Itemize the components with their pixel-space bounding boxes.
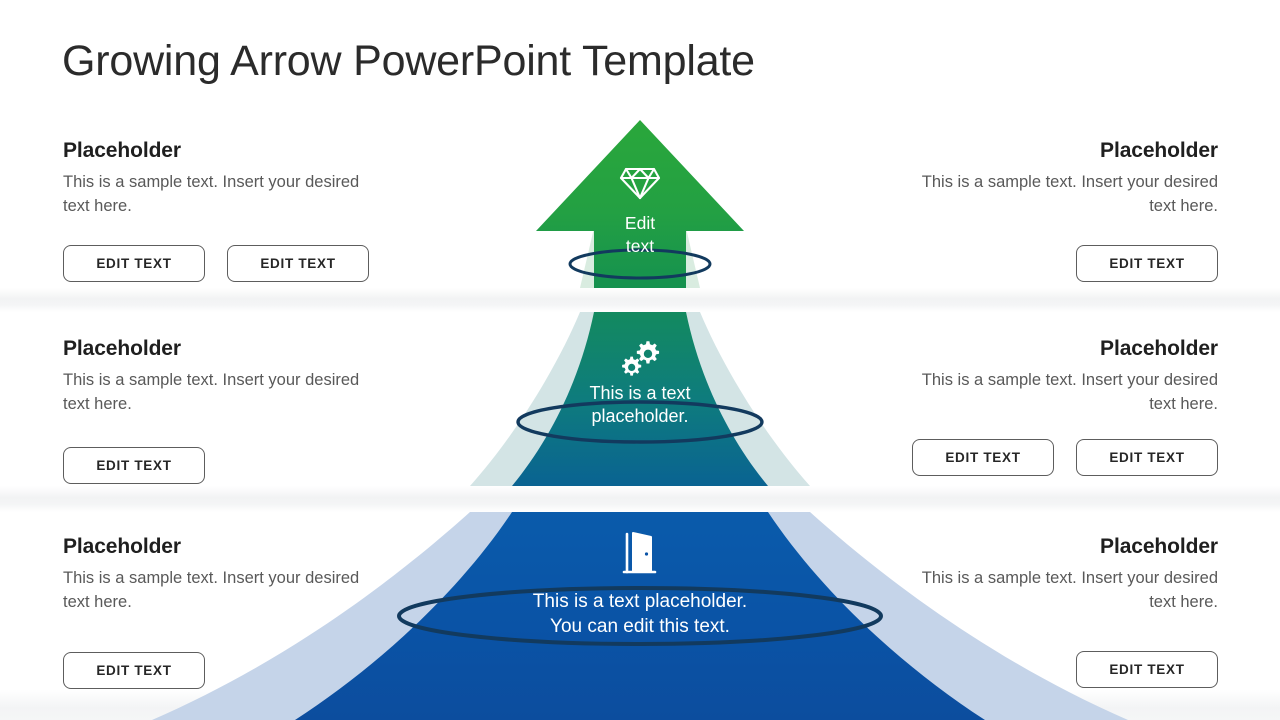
row-middle-right-heading: Placeholder — [1100, 337, 1218, 360]
row-middle-left-edit-text-button-1[interactable]: EDIT TEXT — [63, 447, 205, 484]
row-middle-right-text-block: Placeholder This is a sample text. Inser… — [898, 337, 1218, 416]
row-middle-right-button-row: EDIT TEXT EDIT TEXT — [912, 439, 1218, 476]
row-top-left-edit-text-button-2[interactable]: EDIT TEXT — [227, 245, 369, 282]
arrow-segment-top-green — [536, 120, 744, 288]
row-bottom-left-button-row: EDIT TEXT — [63, 652, 205, 689]
arrow-segment-bottom-blue — [295, 512, 985, 720]
row-top-right-text-block: Placeholder This is a sample text. Inser… — [898, 139, 1218, 218]
row-bottom-left-heading: Placeholder — [63, 535, 181, 558]
row-top-left-body: This is a sample text. Insert your desir… — [63, 173, 360, 215]
row-top-left-heading: Placeholder — [63, 139, 181, 162]
row-middle-right-body: This is a sample text. Insert your desir… — [921, 371, 1218, 413]
row-top-left-text-block: Placeholder This is a sample text. Inser… — [63, 139, 383, 218]
row-top-left-button-row: EDIT TEXT EDIT TEXT — [63, 245, 369, 282]
row-middle-left-body: This is a sample text. Insert your desir… — [63, 371, 360, 413]
arrow-segment-middle-teal — [512, 312, 768, 486]
row-middle-left-button-row: EDIT TEXT — [63, 447, 205, 484]
row-middle-left-heading: Placeholder — [63, 337, 181, 360]
row-bottom-left-body: This is a sample text. Insert your desir… — [63, 569, 360, 611]
row-top-left-edit-text-button-1[interactable]: EDIT TEXT — [63, 245, 205, 282]
row-bottom-left-edit-text-button-1[interactable]: EDIT TEXT — [63, 652, 205, 689]
row-top-right-button-row: EDIT TEXT — [1076, 245, 1218, 282]
row-top-right-edit-text-button-1[interactable]: EDIT TEXT — [1076, 245, 1218, 282]
row-middle-right-edit-text-button-1[interactable]: EDIT TEXT — [912, 439, 1054, 476]
row-bottom-right-edit-text-button-1[interactable]: EDIT TEXT — [1076, 651, 1218, 688]
background-band-top — [0, 288, 1280, 312]
row-top-right-heading: Placeholder — [1100, 139, 1218, 162]
page-title: Growing Arrow PowerPoint Template — [62, 37, 755, 85]
row-middle-left-text-block: Placeholder This is a sample text. Inser… — [63, 337, 383, 416]
background-band-middle — [0, 486, 1280, 512]
row-top-right-body: This is a sample text. Insert your desir… — [921, 173, 1218, 215]
ring-ellipse-top — [568, 248, 712, 280]
row-bottom-left-text-block: Placeholder This is a sample text. Inser… — [63, 535, 383, 614]
ring-ellipse-bottom — [397, 586, 883, 646]
row-bottom-right-text-block: Placeholder This is a sample text. Inser… — [898, 535, 1218, 614]
row-bottom-right-heading: Placeholder — [1100, 535, 1218, 558]
ring-ellipse-middle — [516, 400, 764, 444]
row-bottom-right-button-row: EDIT TEXT — [1076, 651, 1218, 688]
row-middle-right-edit-text-button-2[interactable]: EDIT TEXT — [1076, 439, 1218, 476]
row-bottom-right-body: This is a sample text. Insert your desir… — [921, 569, 1218, 611]
